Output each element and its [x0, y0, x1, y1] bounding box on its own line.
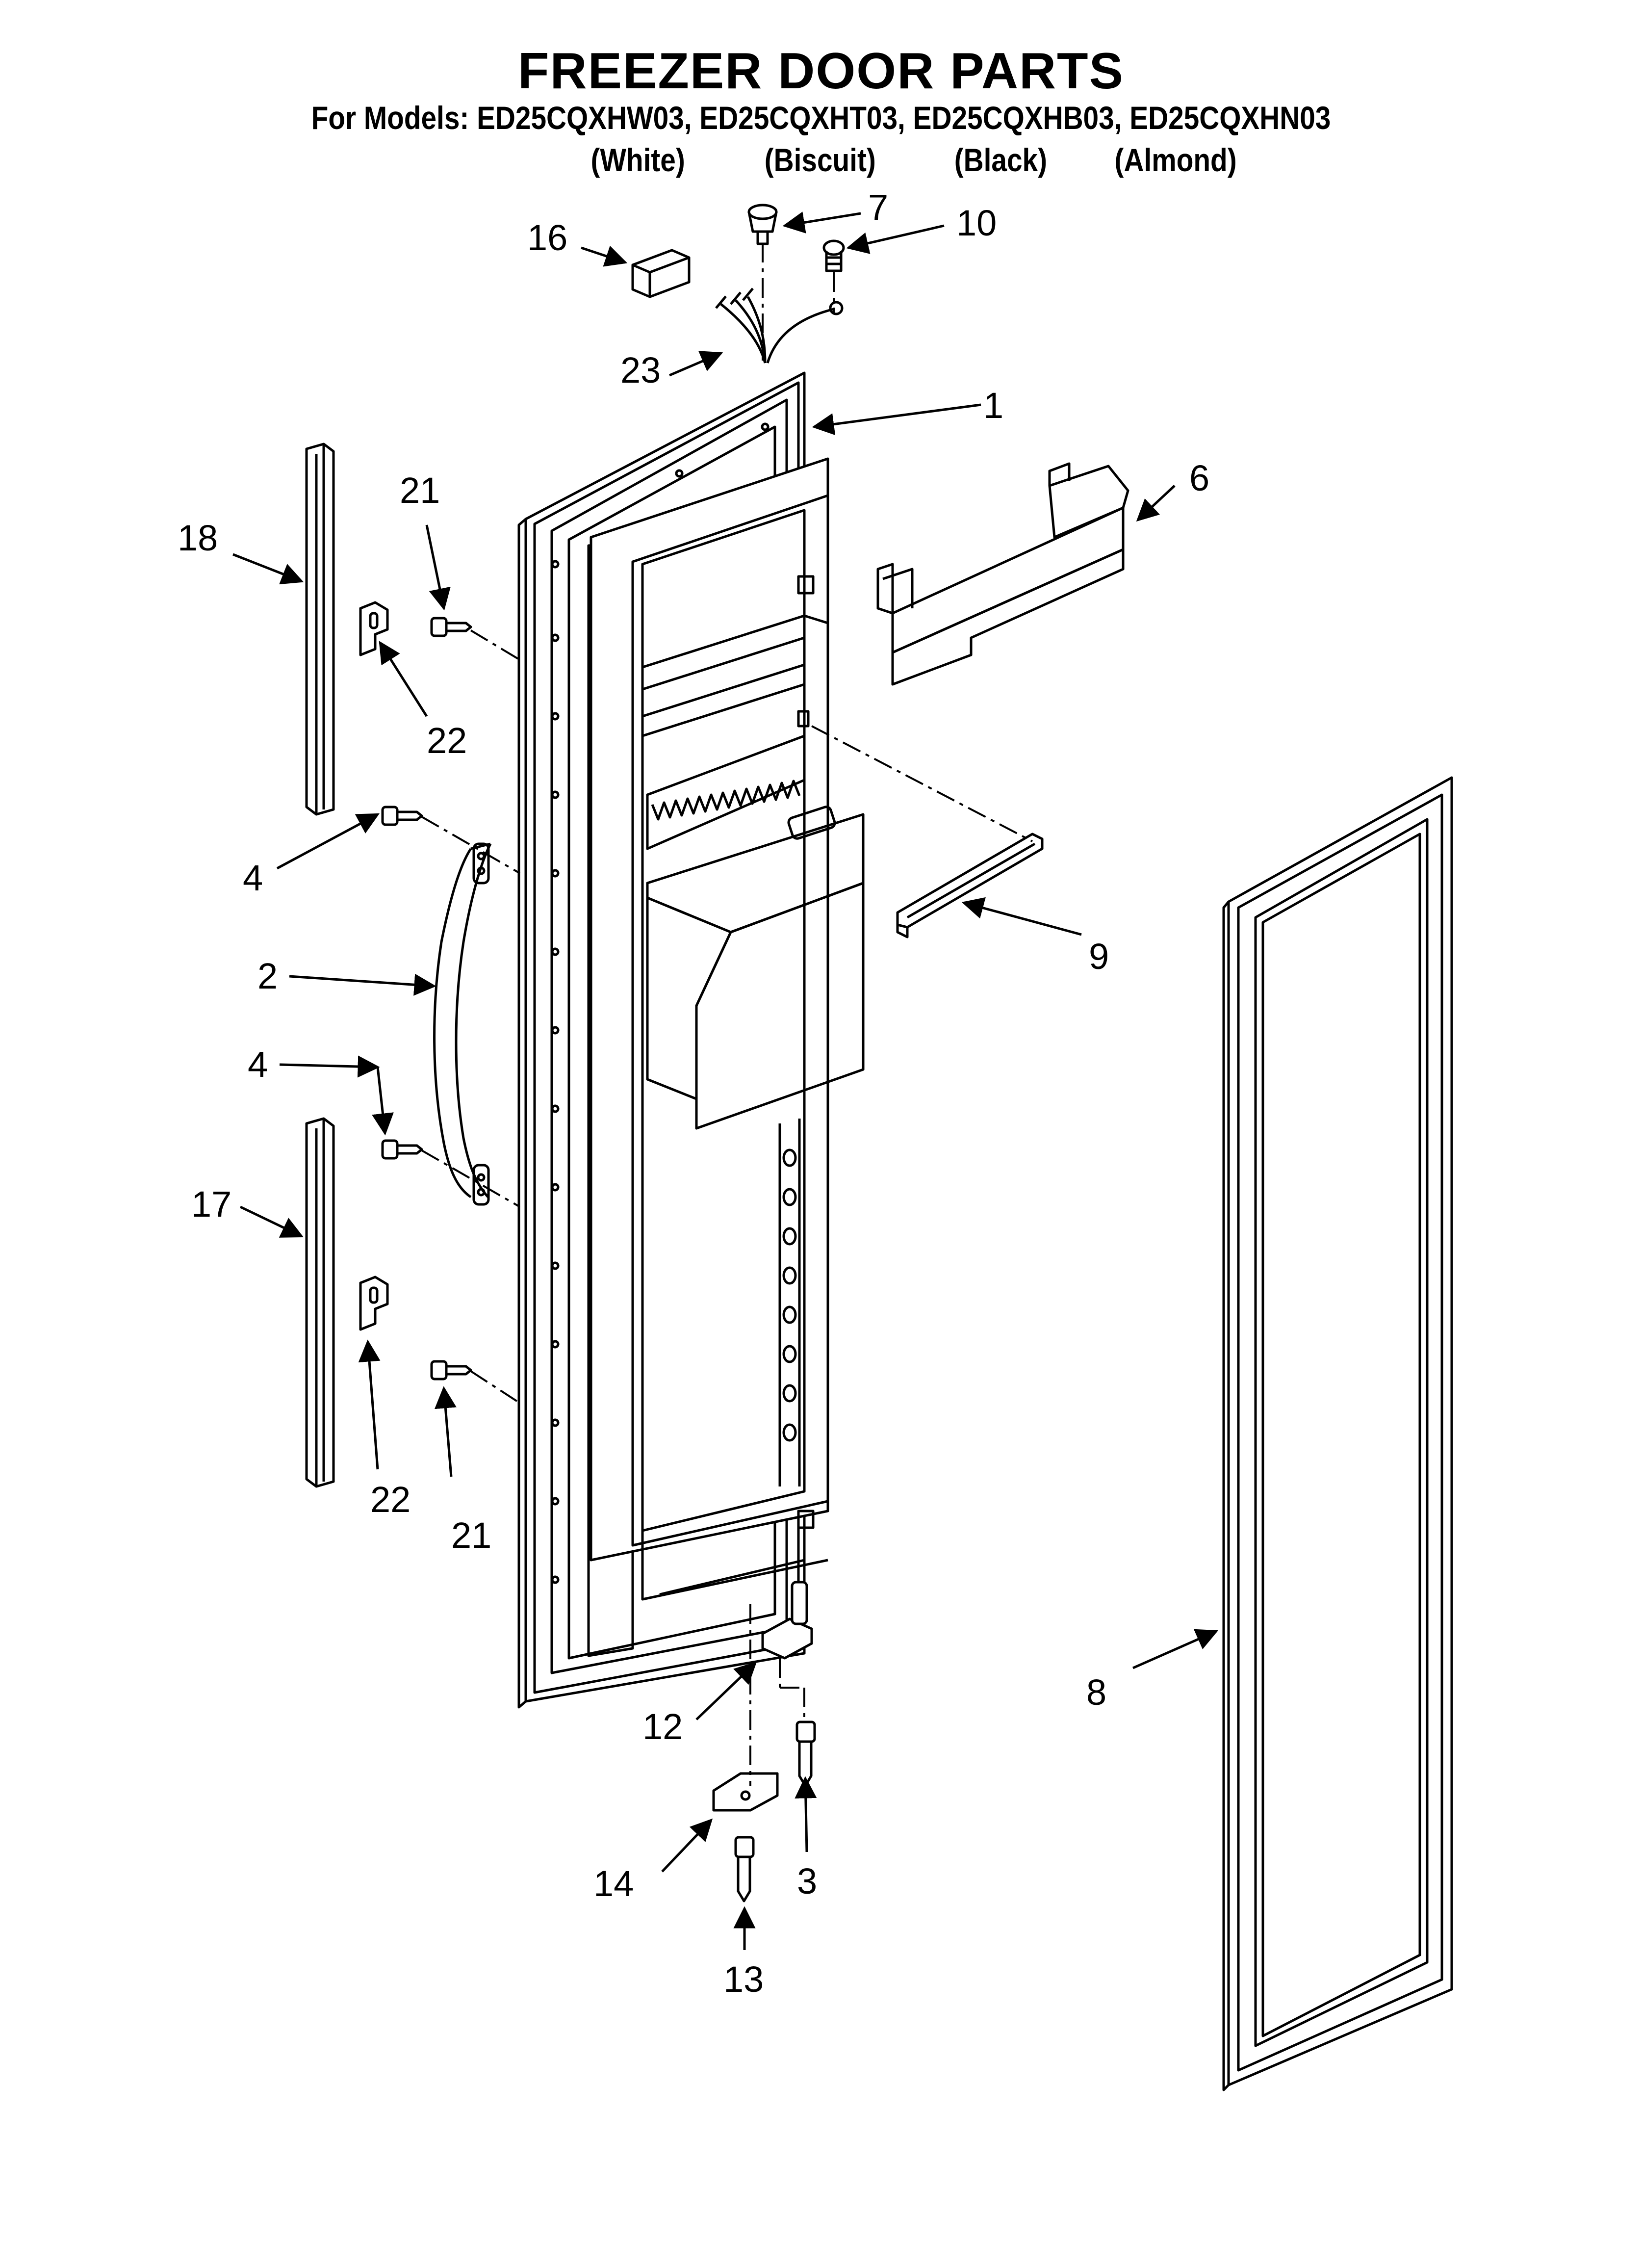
color-labels: (White) (Biscuit) (Black) (Almond): [115, 141, 1527, 181]
screw-4-upper: [381, 806, 423, 826]
trim-rail: [896, 833, 1044, 938]
screw-part-13: [734, 1836, 755, 1903]
liner-holes: [782, 1148, 797, 1442]
trim-strip-upper: [305, 443, 335, 816]
wire-harness-part-23: [715, 287, 844, 364]
callout-4-upper: 4: [243, 858, 263, 898]
callout-18: 18: [178, 518, 218, 558]
leader-arrows: [232, 211, 1219, 1950]
callout-2: 2: [257, 956, 278, 996]
door-handle: [433, 842, 492, 1206]
callout-17: 17: [191, 1184, 231, 1225]
models-line: For Models: ED25CQXHW03, ED25CQXHT03, ED…: [311, 100, 1331, 136]
callout-22-lower: 22: [370, 1479, 410, 1520]
freezer-door-panel: [517, 371, 865, 1709]
door-gasket: [1222, 776, 1453, 2091]
flange-holes: [551, 422, 770, 1584]
callout-1: 1: [983, 385, 1003, 426]
screw-21-upper: [430, 617, 472, 637]
callout-21-upper: 21: [400, 470, 440, 511]
connector-part-16: [631, 249, 691, 298]
screw-part-10: [822, 239, 845, 272]
callout-3: 3: [797, 1861, 817, 1902]
hinge-part-12: [761, 1581, 813, 1660]
clip-upper: [359, 601, 389, 656]
callout-10: 10: [956, 203, 997, 243]
clip-lower: [359, 1276, 389, 1331]
page-title: FREEZER DOOR PARTS: [518, 43, 1124, 100]
callout-22-upper: 22: [427, 720, 467, 761]
callout-21-lower: 21: [451, 1515, 491, 1556]
callout-6: 6: [1189, 458, 1209, 498]
callout-16: 16: [527, 217, 567, 258]
callout-13: 13: [723, 1959, 764, 2000]
callout-labels: 1 6 7 10 16 23 18 21 22 4 2 4 17 22 21 9…: [178, 187, 1209, 2000]
callout-9: 9: [1089, 936, 1109, 977]
plug-part-7: [747, 204, 778, 245]
callout-8: 8: [1086, 1672, 1106, 1713]
callout-7: 7: [868, 187, 888, 228]
color-label-biscuit: (Biscuit): [764, 142, 876, 178]
assembly-lines: [421, 243, 1033, 1786]
callout-12: 12: [642, 1706, 683, 1747]
hinge-part-14: [712, 1772, 779, 1812]
color-label-white: (White): [590, 142, 685, 178]
color-label-almond: (Almond): [1114, 142, 1237, 178]
callout-4-lower: 4: [248, 1044, 268, 1085]
screw-part-3: [795, 1721, 816, 1787]
screw-21-lower: [430, 1360, 472, 1381]
callout-23: 23: [620, 350, 661, 391]
door-bin: [876, 462, 1129, 686]
callout-14: 14: [593, 1863, 634, 1904]
screw-4-lower: [381, 1139, 423, 1160]
color-label-black: (Black): [954, 142, 1048, 178]
trim-strip-lower: [305, 1117, 335, 1488]
